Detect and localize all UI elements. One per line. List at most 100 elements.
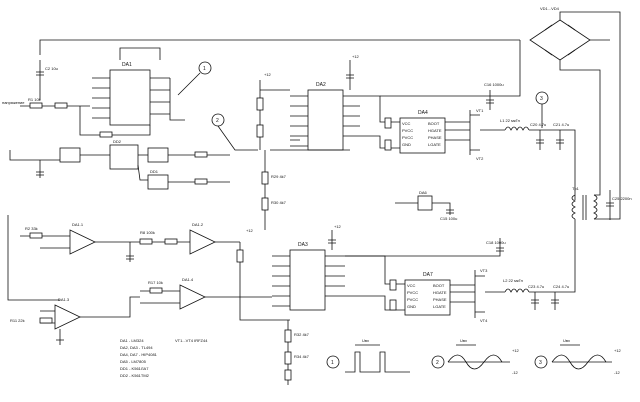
- opamp-da1-3: DA1.3 R11 22k: [10, 297, 100, 345]
- waveform-3-label: Uвх: [563, 338, 570, 343]
- c2-label: C2 10u: [45, 66, 58, 71]
- note-da5: DA5 - LM7805: [120, 359, 147, 364]
- r34-label: R34 4k7: [294, 354, 310, 359]
- waveform-1: 1 Uвх: [326, 338, 410, 373]
- da7-pin-phase: PHASE: [433, 297, 447, 302]
- da1-1-label: DA1.1: [72, 222, 84, 227]
- marker-3: 3: [535, 91, 549, 128]
- marker-2-label: 2: [216, 118, 219, 124]
- ic-da3-label: DA3: [298, 242, 308, 248]
- da1-3-label: DA1.3: [58, 297, 70, 302]
- da2-vcc: +12: [352, 54, 360, 59]
- marker-2: 2: [211, 113, 258, 151]
- ic-da2: DA2 +12 +12: [256, 54, 360, 151]
- vt3-label: VT3: [480, 268, 488, 273]
- waveform-1-label: Uвх: [362, 338, 369, 343]
- input-stage: напряжение C2 10u R1 10k: [2, 60, 151, 138]
- lower-resistor-chain: R32 4k7 R34 4k7: [284, 320, 310, 385]
- da1-2-label: DA1.2: [192, 222, 204, 227]
- note-vt: VT1...VT4 IRFZ44: [175, 338, 208, 343]
- note-dd2: DD2 - K561ТМ2: [120, 373, 150, 378]
- da7-pin-vcc: VCC: [407, 283, 416, 288]
- waveform-2-label: Uвх: [460, 338, 467, 343]
- r29-label: R29 4k7: [271, 174, 287, 179]
- vt2-label: VT2: [476, 156, 484, 161]
- c21-label: C21 4.7u: [553, 122, 569, 127]
- ic-da4: DA4 VCC PVCC PVCC GND BOOT HGATE PHASE L…: [360, 95, 470, 154]
- ic-da6-label: DA6: [419, 190, 428, 195]
- waveform-1-marker: 1: [331, 360, 334, 366]
- note-da2: DA2, DA3 - TL494: [120, 345, 153, 350]
- logic-section: DD2 DD1: [9, 139, 230, 190]
- waveform-2-marker: 2: [436, 360, 439, 366]
- dd2-label: DD2: [113, 139, 122, 144]
- marker-3-label: 3: [540, 96, 543, 102]
- da7-pin-lgate: LGATE: [433, 304, 446, 309]
- r8-label: R8 100k: [140, 230, 155, 235]
- r30-label: R30 4k7: [271, 200, 287, 205]
- marker-1-label: 1: [203, 66, 206, 72]
- ic-da3: DA3 +12 +12: [236, 224, 345, 321]
- c18-label: C18 1000u: [486, 240, 506, 245]
- r2-label: R2 33k: [25, 226, 38, 231]
- lower-output-stage: VT3 VT4 C18 1000u L2 22 мкГн C23 4.7u C2…: [345, 238, 576, 323]
- da4-pin-pvcc: PVCC: [402, 128, 413, 133]
- da4-pin-boot: BOOT: [428, 121, 440, 126]
- mid-resistor-chain: R29 4k7 R30 4k7: [261, 150, 287, 230]
- da7-pin-boot: BOOT: [433, 283, 445, 288]
- da4-pin-pvcc2: PVCC: [402, 135, 413, 140]
- transformer: Tp1 C25 2200n: [571, 180, 632, 285]
- da4-pin-hgate: HGATE: [428, 128, 442, 133]
- da7-pin-pvcc2: PVCC: [407, 297, 418, 302]
- da7-pin-gnd: GND: [407, 304, 416, 309]
- note-da4: DA4, DA7 - HIP4081: [120, 352, 158, 357]
- da3-vcc: +12: [334, 224, 342, 229]
- opamp-da1-4: DA1.4 R17 10k: [100, 277, 240, 318]
- dd1-label: DD1: [150, 169, 159, 174]
- waveform-2-min: -12: [512, 370, 519, 375]
- opamp-da1-1: DA1.1 R2 33k: [7, 215, 120, 301]
- bridge-label: VD1...VD4: [540, 6, 560, 11]
- upper-output-stage: VT1 VT2 L1 22 мкГн C20 4.7u C21 4.7u C16…: [380, 40, 576, 200]
- da7-pin-pvcc: PVCC: [407, 290, 418, 295]
- r1-label: R1 10k: [28, 97, 41, 102]
- c15-label: C15 100u: [440, 216, 457, 221]
- da7-pin-hgate: HGATE: [433, 290, 447, 295]
- ic-da6: DA6 C15 100u: [395, 190, 457, 221]
- opamp-da1-2: DA1.2 R8 100k: [120, 222, 240, 262]
- ic-da7-label: DA7: [423, 272, 433, 278]
- transformer-label: Tp1: [572, 186, 580, 191]
- r11-label: R11 22k: [10, 318, 25, 323]
- parts-notes: DA1 - LM324 DA2, DA3 - TL494 DA4, DA7 - …: [120, 338, 208, 378]
- input-label: напряжение: [2, 100, 25, 105]
- da4-pin-phase: PHASE: [428, 135, 442, 140]
- waveform-2-max: +12: [512, 348, 520, 353]
- l2-label: L2 22 мкГн: [503, 278, 523, 283]
- note-da1: DA1 - LM324: [120, 338, 144, 343]
- waveform-2: 2 Uвх +12 -12: [431, 338, 520, 375]
- r32-label: R32 4k7: [294, 332, 310, 337]
- ic-da1-label: DA1: [122, 62, 132, 68]
- r17-label: R17 10k: [148, 280, 163, 285]
- c25-label: C25 2200n: [612, 196, 632, 201]
- vt1-label: VT1: [476, 108, 484, 113]
- da4-pin-gnd: GND: [402, 142, 411, 147]
- c20-label: C20 4.7u: [530, 122, 546, 127]
- l1-label: L1 22 мкГн: [500, 118, 520, 123]
- c16-label: C16 1000u: [484, 82, 504, 87]
- waveform-3-marker: 3: [539, 360, 542, 366]
- c24-label: C24 4.7u: [553, 284, 569, 289]
- da3-ctrl-label: +12: [246, 228, 254, 233]
- ic-da2-label: DA2: [316, 82, 326, 88]
- ic-da4-label: DA4: [418, 110, 428, 116]
- marker-1: 1: [177, 61, 212, 96]
- c23-label: C23 4.7u: [528, 284, 544, 289]
- da4-pin-vcc: VCC: [402, 121, 411, 126]
- ic-da7: DA7 VCC PVCC PVCC GND BOOT HGATE PHASE L…: [345, 255, 475, 316]
- diode-bridge: VD1...VD4: [529, 6, 621, 180]
- top-rail: [39, 39, 520, 60]
- waveform-3: 3 Uвх +12 -12: [534, 338, 622, 375]
- da4-pin-lgate: LGATE: [428, 142, 441, 147]
